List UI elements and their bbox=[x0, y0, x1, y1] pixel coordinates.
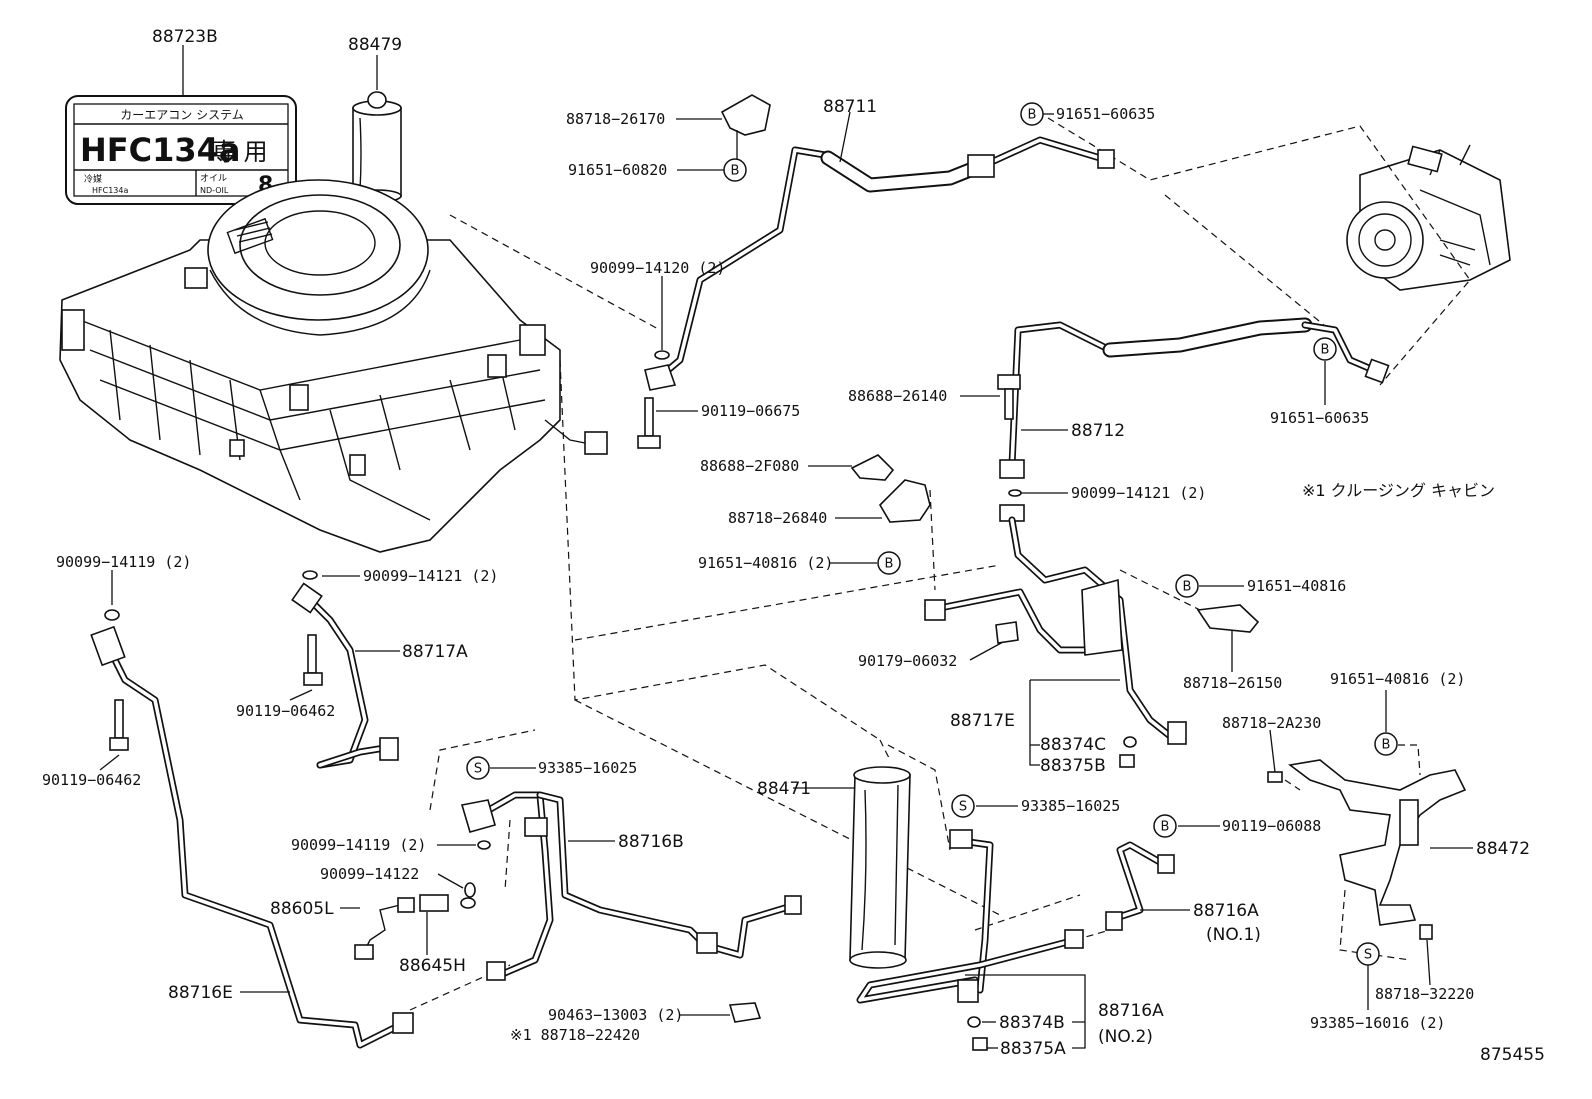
label-88718-2A230: 88718−2A230 bbox=[1222, 714, 1321, 732]
label-90099-14121-mid: 90099−14121 (2) bbox=[1071, 484, 1206, 502]
svg-text:B: B bbox=[1183, 580, 1192, 595]
label-88605L: 88605L bbox=[270, 899, 334, 919]
svg-text:S: S bbox=[959, 800, 967, 815]
badge-s-93385-16016: S bbox=[1356, 942, 1380, 966]
label-88716A-no1: 88716A bbox=[1193, 901, 1259, 921]
diagram-id: 875455 bbox=[1480, 1045, 1545, 1065]
label-88716B: 88716B bbox=[618, 832, 684, 852]
sticker-system-text: カーエアコン システム bbox=[120, 108, 243, 122]
dryer-bracket bbox=[1267, 759, 1467, 940]
sticker-hfc134a-text: HFC134a bbox=[80, 131, 241, 169]
sticker-oil-label: オイル bbox=[200, 173, 227, 184]
label-88374C: 88374C bbox=[1040, 735, 1106, 755]
label-88716A-no2: 88716A bbox=[1098, 1001, 1164, 1021]
label-88718-26840: 88718−26840 bbox=[728, 509, 827, 527]
part-labels: 88723B 88479 88718−26170 91651−60820 887… bbox=[42, 27, 1545, 1065]
label-93385-16016: 93385−16016 (2) bbox=[1310, 1014, 1445, 1032]
badge-b-90119-06088: B bbox=[1153, 814, 1177, 838]
label-90099-14120: 90099−14120 (2) bbox=[590, 259, 725, 277]
label-88471: 88471 bbox=[757, 779, 811, 799]
label-88374B: 88374B bbox=[999, 1013, 1065, 1033]
label-91651-40816: 91651−40816 bbox=[1247, 577, 1346, 595]
label-93385-16025-a: 93385−16025 bbox=[538, 759, 637, 777]
label-88718-26150: 88718−26150 bbox=[1183, 674, 1282, 692]
label-90099-14122: 90099−14122 bbox=[320, 865, 419, 883]
compressor-assembly bbox=[1346, 144, 1511, 291]
svg-text:B: B bbox=[1321, 343, 1330, 358]
refrigerant-label-sticker: カーエアコン システム HFC134a 専 用 冷媒 HFC134a オイル N… bbox=[65, 45, 297, 205]
sticker-oil-value: ND-OIL bbox=[200, 186, 229, 195]
badge-b-91651-60820: B bbox=[723, 158, 747, 182]
label-88712: 88712 bbox=[1071, 421, 1125, 441]
label-88688-2F080: 88688−2F080 bbox=[700, 457, 799, 475]
badges: B B B B B B S S B S bbox=[466, 102, 1398, 966]
label-88375A: 88375A bbox=[1000, 1039, 1066, 1059]
note-cruising-cabin: ※1 クルージング キャビン bbox=[1302, 481, 1495, 500]
leader-lines bbox=[99, 111, 1473, 1049]
label-88716A-no1-sub: (NO.1) bbox=[1206, 925, 1261, 945]
badge-b-91651-60635-top: B bbox=[1020, 102, 1044, 126]
label-88716E: 88716E bbox=[168, 983, 233, 1003]
label-88711: 88711 bbox=[823, 97, 877, 117]
label-91651-40816-2-left: 91651−40816 (2) bbox=[698, 554, 833, 572]
badge-b-91651-60635-right: B bbox=[1313, 337, 1337, 361]
label-88717E: 88717E bbox=[950, 711, 1015, 731]
label-90119-06088: 90119−06088 bbox=[1222, 817, 1321, 835]
label-90463-13003: 90463−13003 (2) bbox=[548, 1006, 683, 1024]
receiver-dryer bbox=[849, 766, 911, 969]
label-88688-26140: 88688−26140 bbox=[848, 387, 947, 405]
svg-text:B: B bbox=[1161, 820, 1170, 835]
label-91651-60820: 91651−60820 bbox=[568, 161, 667, 179]
label-90119-06462-b: 90119−06462 bbox=[42, 771, 141, 789]
label-88717A: 88717A bbox=[402, 642, 468, 662]
label-88718-26170: 88718−26170 bbox=[566, 110, 665, 128]
label-88718-22420: ※1 88718−22420 bbox=[510, 1026, 640, 1044]
small-hardware bbox=[104, 94, 1260, 1051]
label-91651-60635-right: 91651−60635 bbox=[1270, 409, 1369, 427]
svg-text:S: S bbox=[1364, 948, 1372, 963]
label-88375B: 88375B bbox=[1040, 756, 1106, 776]
refrigerant-pipes bbox=[90, 136, 1390, 1049]
svg-text:B: B bbox=[1028, 108, 1037, 123]
label-90099-14119-left: 90099−14119 (2) bbox=[56, 553, 191, 571]
label-88479: 88479 bbox=[348, 35, 402, 55]
label-90119-06462-a: 90119−06462 bbox=[236, 702, 335, 720]
cooling-unit-assembly bbox=[59, 179, 608, 553]
badge-b-91651-40816: B bbox=[1175, 574, 1199, 598]
label-90099-14121-left: 90099−14121 (2) bbox=[363, 567, 498, 585]
label-93385-16025-b: 93385−16025 bbox=[1021, 797, 1120, 815]
badge-s-93385-16025-a: S bbox=[466, 756, 490, 780]
badge-b-91651-40816-2-right: B bbox=[1374, 732, 1398, 756]
label-90179-06032: 90179−06032 bbox=[858, 652, 957, 670]
svg-text:S: S bbox=[474, 762, 482, 777]
sticker-refrigerant-label: 冷媒 bbox=[84, 173, 102, 185]
label-90119-06675: 90119−06675 bbox=[701, 402, 800, 420]
label-91651-60635-top: 91651−60635 bbox=[1056, 105, 1155, 123]
svg-text:B: B bbox=[731, 164, 740, 179]
svg-text:B: B bbox=[1382, 738, 1391, 753]
sticker-refrigerant-value: HFC134a bbox=[92, 186, 128, 195]
label-88645H: 88645H bbox=[399, 956, 466, 976]
label-88723B: 88723B bbox=[152, 27, 218, 47]
label-90099-14119-mid: 90099−14119 (2) bbox=[291, 836, 426, 854]
sticker-dedicated-text: 専 用 bbox=[212, 138, 268, 166]
label-91651-40816-2-right: 91651−40816 (2) bbox=[1330, 670, 1465, 688]
label-88716A-no2-sub: (NO.2) bbox=[1098, 1027, 1153, 1047]
svg-text:B: B bbox=[885, 557, 894, 572]
compressor-oil-can bbox=[352, 55, 402, 203]
badge-b-91651-40816-2-left: B bbox=[877, 551, 901, 575]
reference-dashed-lines bbox=[409, 117, 1471, 1011]
label-88718-32220: 88718−32220 bbox=[1375, 985, 1474, 1003]
badge-s-93385-16025-b: S bbox=[951, 794, 975, 818]
label-88472: 88472 bbox=[1476, 839, 1530, 859]
